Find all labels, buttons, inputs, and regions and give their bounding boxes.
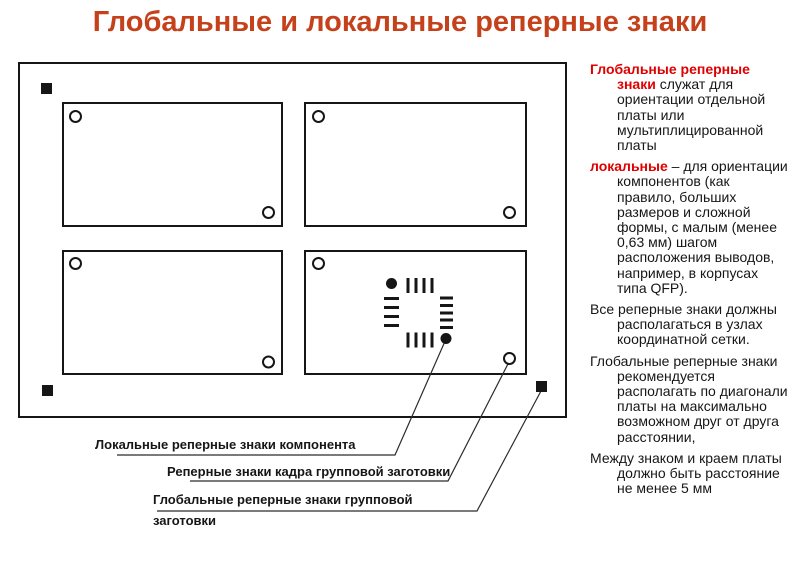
frame-fiducial-circle-icon — [503, 206, 516, 219]
item-text: Все реперные знаки должны располагаться … — [590, 301, 777, 348]
item-lead-red: локальные — [590, 158, 668, 175]
page-title: Глобальные и локальные реперные знаки — [92, 6, 708, 38]
board-top-right — [304, 102, 527, 227]
global-fiducial-square-icon — [536, 381, 547, 392]
frame-fiducial-circle-icon — [69, 257, 82, 270]
board-bottom-left — [62, 250, 283, 375]
callout-line-local-fiducial — [117, 338, 447, 456]
global-fiducial-square-icon — [42, 385, 53, 396]
callout-line-frame-fiducial — [190, 359, 511, 482]
item-text: – для ориентации компонентов (как правил… — [617, 158, 788, 296]
list-item: Между знаком и краем платы должно быть р… — [590, 449, 788, 497]
label-global-panel-fiducials: Глобальные реперные знаки групповой заго… — [153, 492, 413, 528]
qfp-pads-top — [406, 278, 434, 293]
label-frame-fiducials: Реперные знаки кадра групповой заготовки — [167, 464, 450, 479]
frame-fiducial-circle-icon — [312, 257, 325, 270]
qfp-pads-bottom — [406, 332, 434, 348]
frame-fiducial-circle-icon — [262, 206, 275, 219]
item-text: Между знаком и краем платы должно быть р… — [590, 449, 782, 497]
frame-fiducial-circle-icon — [69, 110, 82, 123]
label-text: Реперные знаки кадра групповой заготовки — [167, 464, 451, 479]
frame-fiducial-circle-icon — [503, 352, 516, 365]
label-text: Локальные реперные знаки компонента — [95, 437, 356, 452]
list-item: Глобальные реперные знаки служат для ори… — [590, 62, 788, 153]
list-item: Все реперные знаки должны располагаться … — [590, 301, 788, 348]
list-item: Глобальные реперные знаки рекомендуется … — [590, 352, 788, 445]
qfp-pads-right — [440, 296, 453, 329]
board-top-left — [62, 102, 283, 227]
frame-fiducial-circle-icon — [312, 110, 325, 123]
local-fiducial-dot-icon — [440, 333, 452, 344]
item-text: Глобальные реперные знаки рекомендуется … — [590, 352, 788, 445]
callout-line-global-fiducial — [157, 390, 542, 512]
qfp-pads-left — [384, 297, 399, 327]
label-text: заготовки — [153, 513, 217, 528]
frame-fiducial-circle-icon — [262, 355, 275, 369]
global-fiducial-square-icon — [41, 83, 52, 94]
global-fiducial-squares — [41, 83, 547, 396]
item-text: служат для ориентации отдельной платы ил… — [617, 76, 766, 154]
board-bottom-right — [304, 250, 527, 375]
item-lead-red: Глобальные реперные знаки — [590, 62, 750, 93]
qfp-footprint — [384, 278, 453, 348]
callout-lines — [117, 338, 542, 512]
label-local-component-fiducials: Локальные реперные знаки компонента — [95, 437, 356, 452]
local-fiducial-dot-icon — [386, 278, 397, 289]
frame-fiducial-circles — [69, 110, 516, 369]
list-item: локальные – для ориентации компонентов (… — [590, 159, 788, 296]
explanation-column: Глобальные реперные знаки служат для ори… — [590, 62, 788, 557]
label-text: Глобальные реперные знаки групповой — [153, 492, 413, 507]
